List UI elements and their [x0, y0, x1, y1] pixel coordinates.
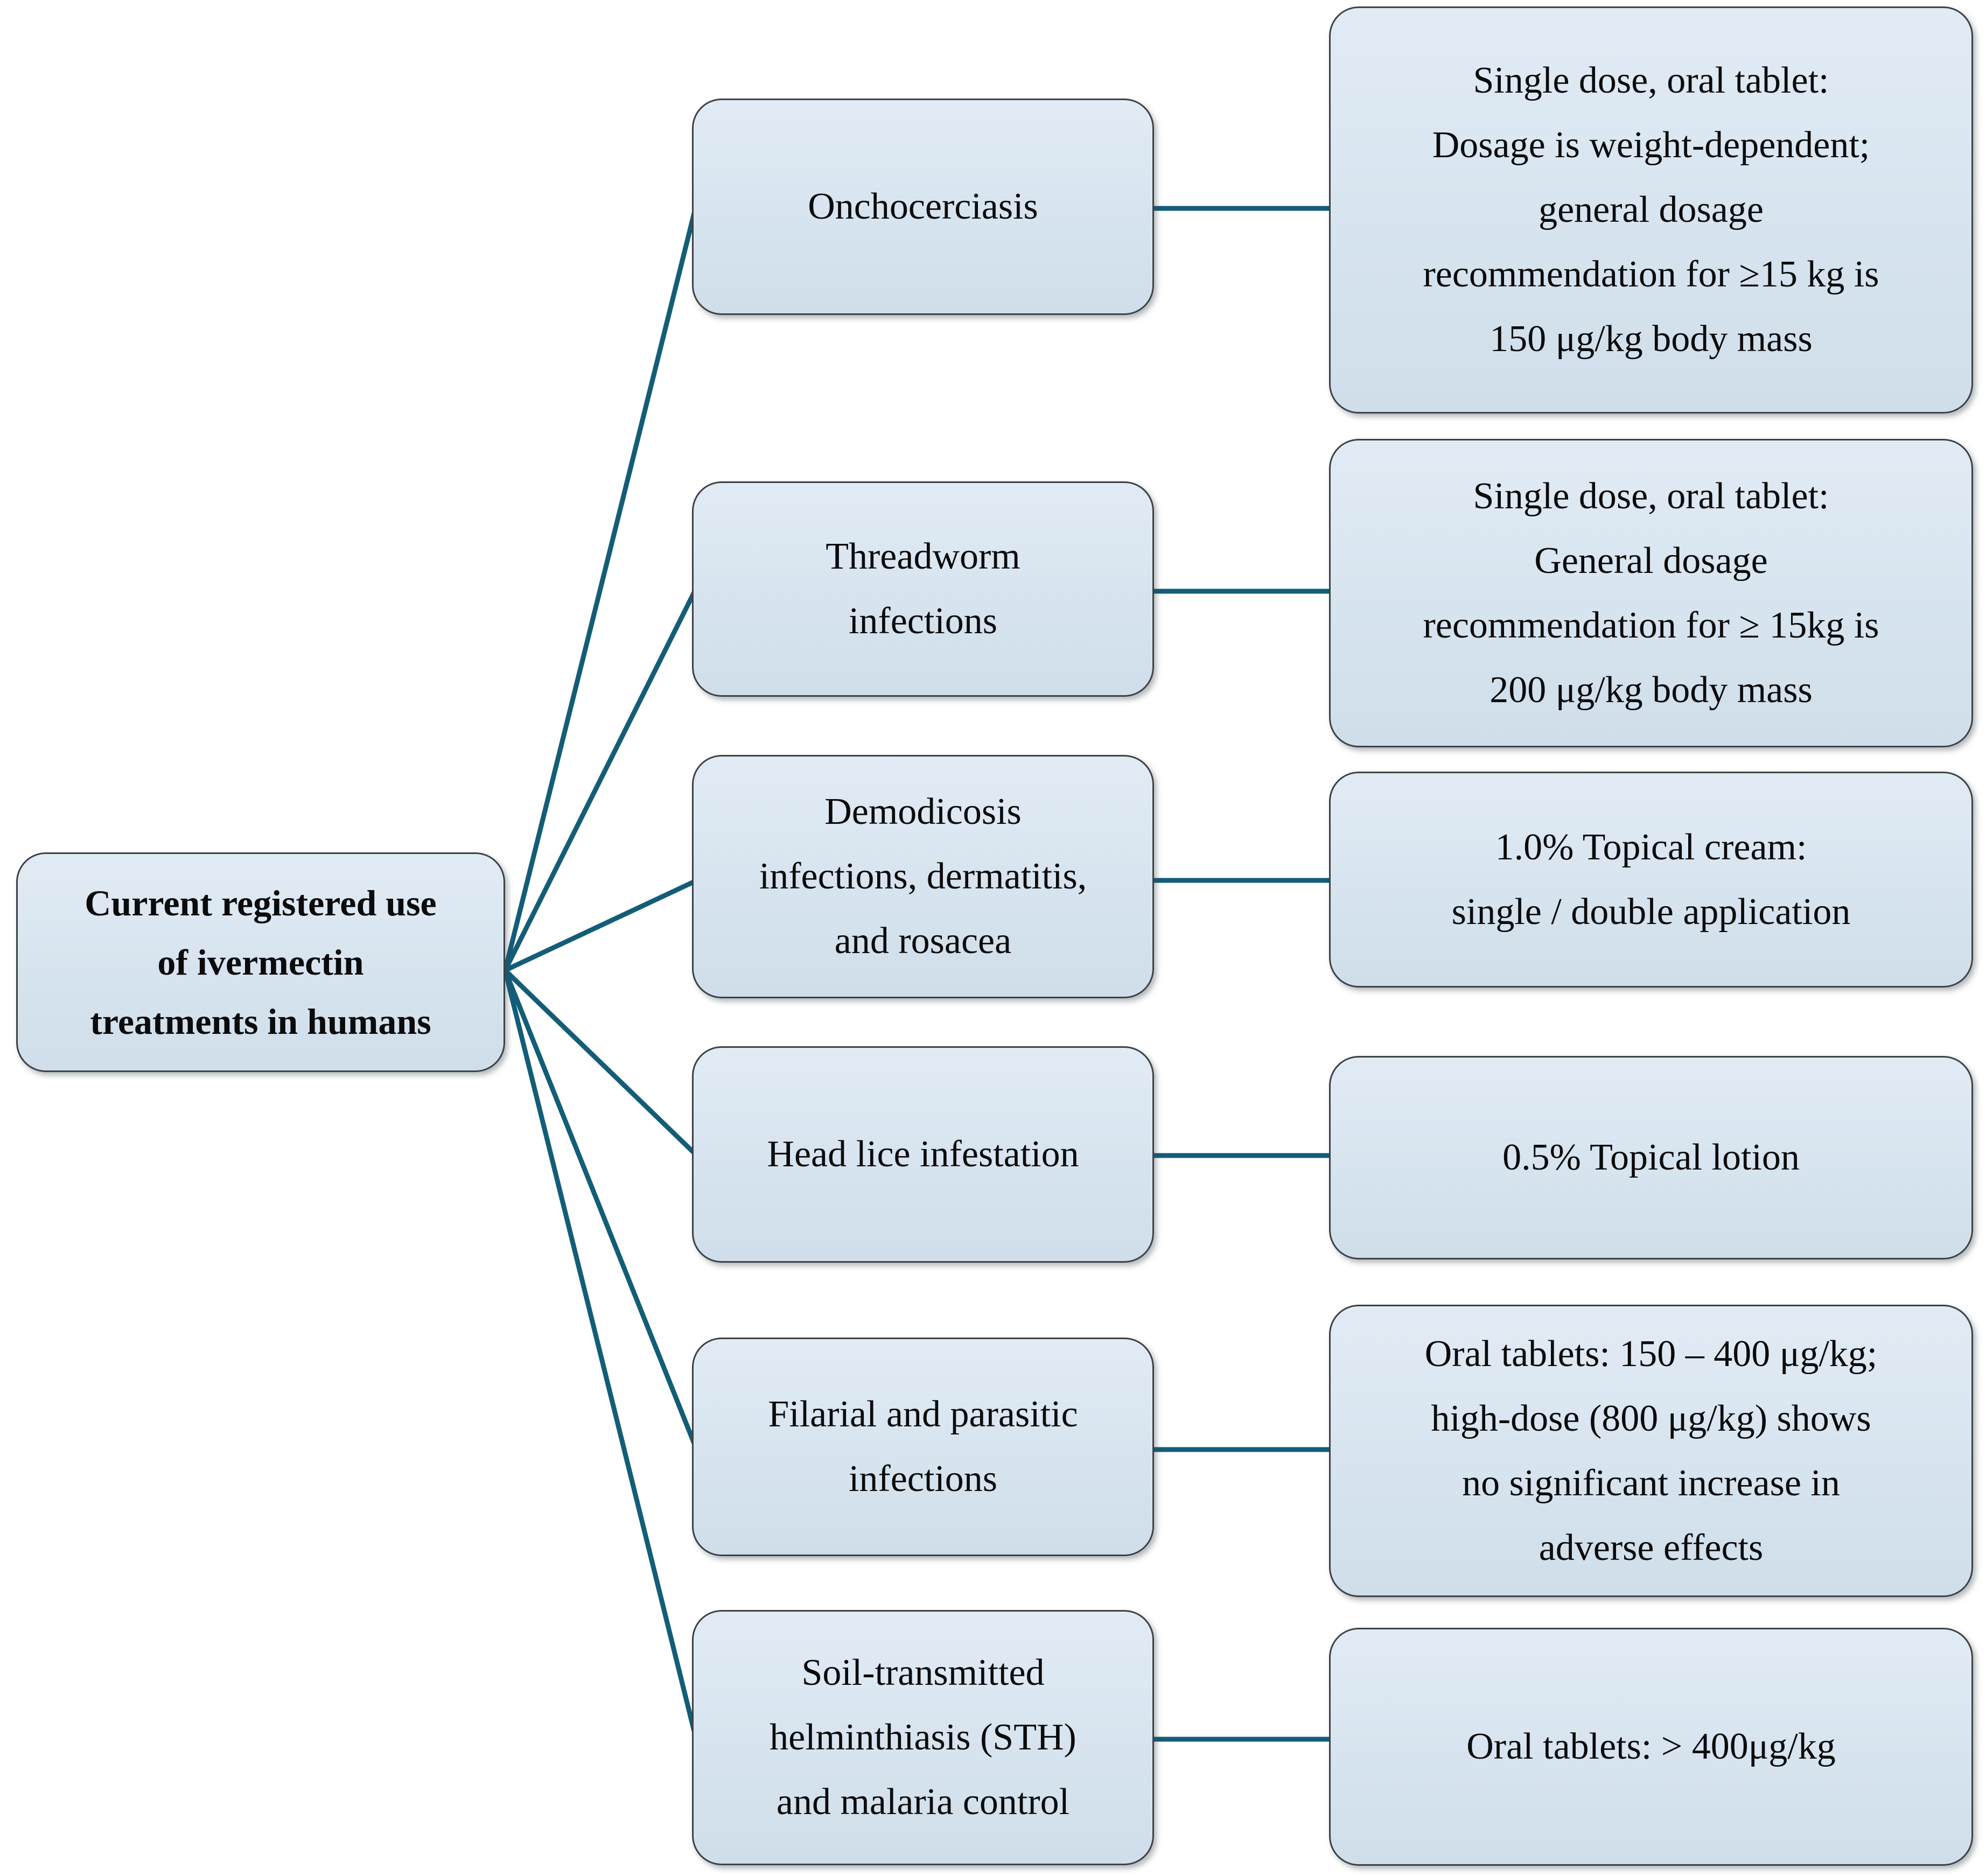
- treatment-node-demodicosis: 1.0% Topical cream: single / double appl…: [1329, 772, 1973, 988]
- condition-label: Head lice infestation: [767, 1133, 1079, 1175]
- condition-node-demodicosis: Demodicosis infections, dermatitis, and …: [692, 755, 1154, 998]
- fan-connector-line: [504, 878, 697, 973]
- fan-connector-line: [503, 968, 698, 1157]
- treatment-label: Oral tablets: 150 – 400 μg/kg; high-dose…: [1424, 1333, 1878, 1569]
- treatment-label: 1.0% Topical cream: single / double appl…: [1451, 826, 1851, 933]
- condition-label: Soil-transmitted helminthiasis (STH) and…: [770, 1652, 1076, 1823]
- condition-label: Threadworm infections: [826, 536, 1020, 642]
- condition-node-head-lice: Head lice infestation: [692, 1046, 1154, 1263]
- treatment-node-sth-malaria: Oral tablets: > 400μg/kg: [1329, 1628, 1973, 1866]
- treatment-node-filarial-parasitic: Oral tablets: 150 – 400 μg/kg; high-dose…: [1329, 1305, 1973, 1597]
- treatment-node-onchocerciasis: Single dose, oral tablet: Dosage is weig…: [1329, 6, 1973, 414]
- condition-node-onchocerciasis: Onchocerciasis: [692, 99, 1154, 315]
- fan-connector-line: [502, 969, 698, 1739]
- fan-connector-line: [502, 969, 698, 1448]
- root-node: Current registered use of ivermectin tre…: [16, 852, 505, 1072]
- condition-node-threadworm-infections: Threadworm infections: [692, 481, 1154, 697]
- treatment-node-head-lice: 0.5% Topical lotion: [1329, 1056, 1973, 1259]
- treatment-label: Single dose, oral tablet: General dosage…: [1423, 475, 1879, 711]
- treatment-node-threadworm-infections: Single dose, oral tablet: General dosage…: [1329, 439, 1973, 747]
- condition-label: Filarial and parasitic infections: [768, 1394, 1078, 1500]
- treatment-label: Oral tablets: > 400μg/kg: [1466, 1726, 1836, 1767]
- fan-connector-line: [502, 206, 698, 971]
- condition-label: Onchocerciasis: [808, 186, 1038, 227]
- condition-label: Demodicosis infections, dermatitis, and …: [759, 791, 1087, 962]
- condition-node-filarial-parasitic: Filarial and parasitic infections: [692, 1338, 1154, 1556]
- treatment-label: 0.5% Topical lotion: [1502, 1137, 1800, 1178]
- condition-node-sth-malaria: Soil-transmitted helminthiasis (STH) and…: [692, 1610, 1154, 1865]
- root-label: Current registered use of ivermectin tre…: [85, 883, 437, 1042]
- treatment-label: Single dose, oral tablet: Dosage is weig…: [1423, 60, 1879, 360]
- fan-connector-line: [502, 587, 698, 972]
